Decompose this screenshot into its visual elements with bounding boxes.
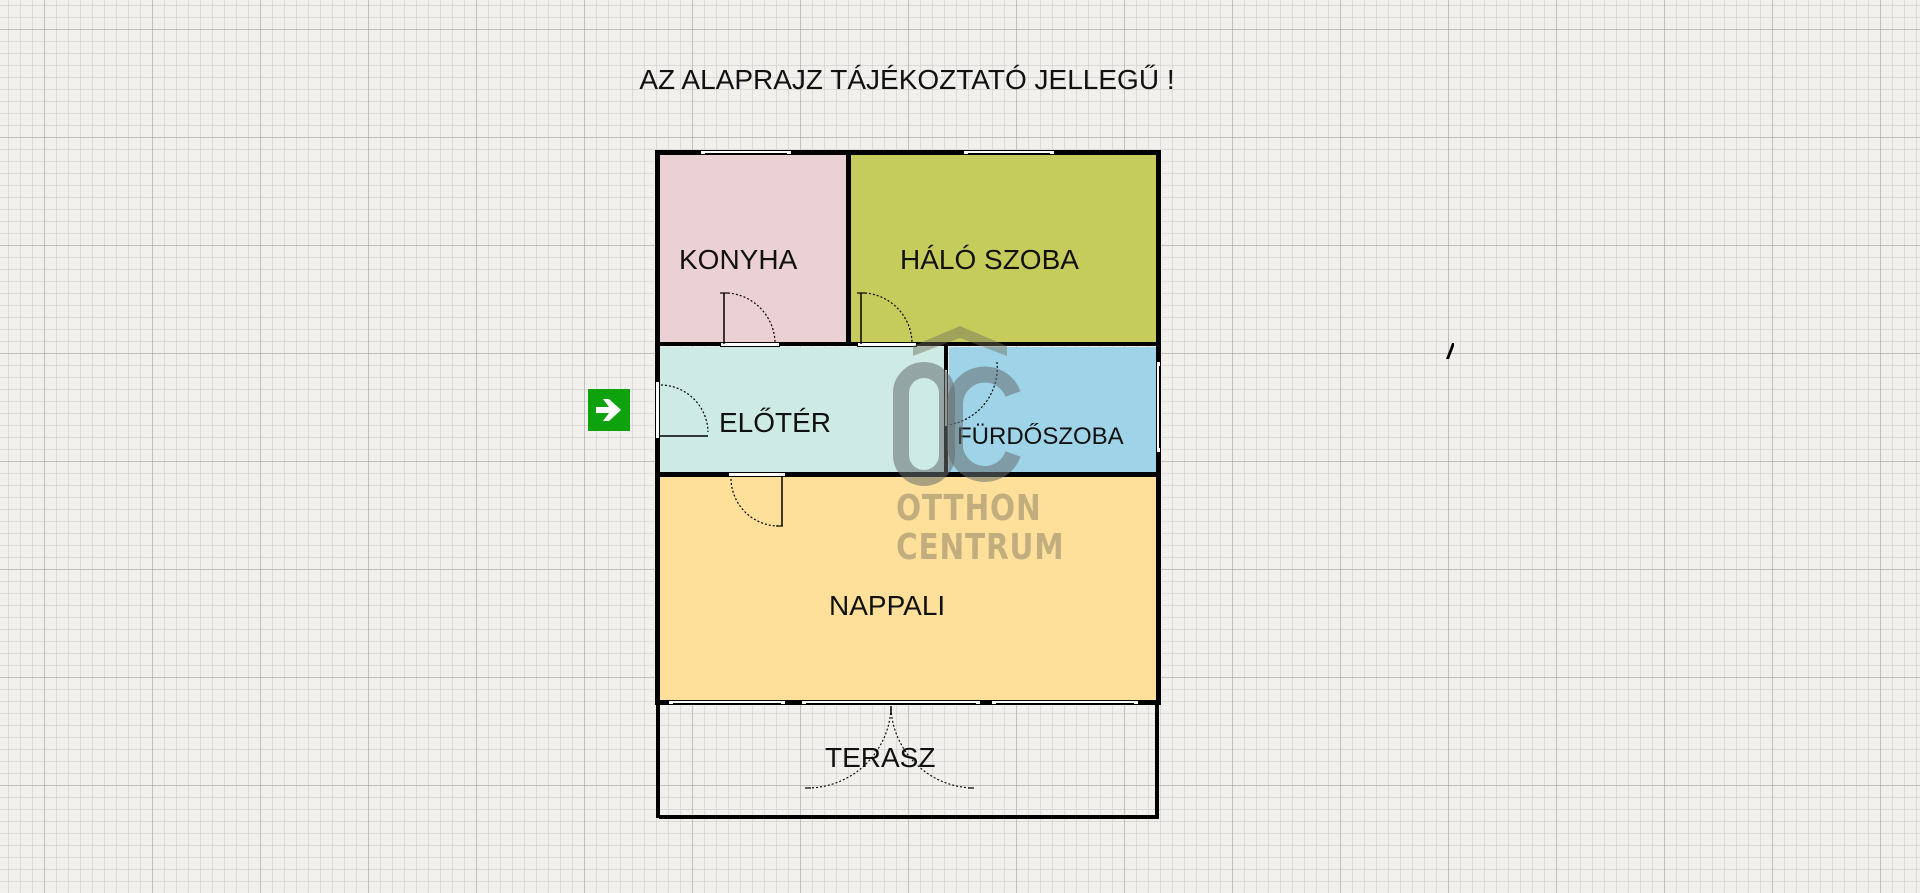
entrance-sign [588,389,630,431]
watermark-line2: CENTRUM [896,527,1065,568]
window-bedroom [963,150,1055,155]
room-terasz: TERASZ [659,705,1157,815]
wall-terrace-left [656,700,660,818]
door-swing-kitchen-icon [720,292,776,344]
room-nappali: NAPPALI [659,477,1157,701]
terrace-door-opening [801,700,981,705]
window-bathroom [1156,361,1161,453]
wall-terrace-bottom [659,815,1159,819]
room-label-terasz: TERASZ [825,742,936,773]
door-swing-entrance-icon [660,384,709,437]
otthon-centrum-logo-icon [893,326,1021,486]
room-halo-szoba: HÁLÓ SZOBA [851,154,1157,343]
room-label-nappali: NAPPALI [829,590,946,621]
wall-kitchen-bedroom [846,150,851,346]
window-kitchen [700,150,792,155]
room-label-furdoszoba: FÜRDŐSZOBA [957,423,1124,450]
door-swing-bedroom-icon [857,292,913,344]
door-entrance-threshold [655,381,660,439]
room-konyha: KONYHA [659,154,848,343]
room-label-halo-szoba: HÁLÓ SZOBA [900,244,1079,275]
wall-outer-top [655,150,1160,155]
floorplan-disclaimer-title: AZ ALAPRAJZ TÁJÉKOZTATÓ JELLEGŰ ! [639,64,1175,95]
window-living-right [991,700,1139,705]
door-bedroom-threshold [857,342,917,347]
window-living-left [668,700,786,705]
room-label-eloter: ELŐTÉR [719,407,832,438]
wall-terrace-right [1155,700,1159,818]
door-living-threshold [728,472,786,477]
door-swing-living-icon [730,477,783,527]
room-label-konyha: KONYHA [679,244,798,275]
watermark-line1: OTTHON [896,488,1042,529]
door-swing-terrace-icon [805,706,974,789]
stray-comma-mark-icon [1446,343,1454,359]
exit-arrow-icon [596,399,621,421]
door-kitchen-threshold [720,342,780,347]
